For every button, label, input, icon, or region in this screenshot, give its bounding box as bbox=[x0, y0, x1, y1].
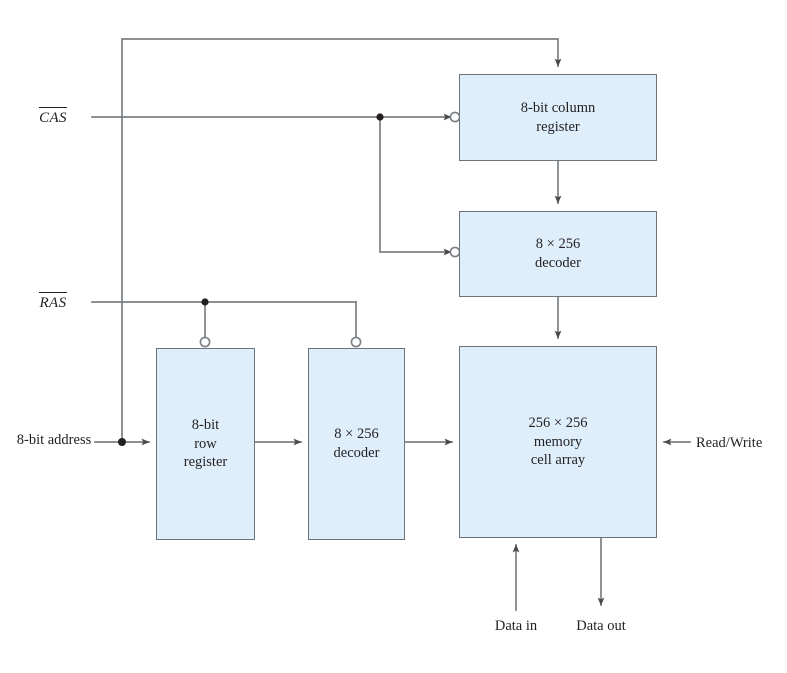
block-column-register[interactable]: 8-bit column register bbox=[459, 74, 657, 161]
label-data-out-line2: out bbox=[607, 618, 626, 634]
junction-dot-ras bbox=[201, 298, 209, 306]
block-row-register[interactable]: 8-bit row register bbox=[156, 348, 255, 540]
block-row-register-line2: row bbox=[194, 435, 217, 452]
junction-dot-cas bbox=[376, 113, 384, 121]
block-column-decoder-line1: 8 × 256 bbox=[535, 236, 581, 253]
block-row-decoder-line1: 8 × 256 bbox=[334, 426, 379, 443]
label-data-in-line1: Data bbox=[494, 618, 523, 634]
label-data-in: Data in bbox=[478, 617, 554, 636]
signal-label-cas-text: CAS bbox=[39, 107, 67, 128]
wire-address-to-column-register bbox=[121, 38, 562, 443]
block-row-register-line1: 8-bit bbox=[191, 417, 220, 434]
bubble-row-decoder bbox=[350, 336, 362, 348]
signal-label-ras-text: RAS bbox=[39, 292, 67, 313]
label-data-out: Data out bbox=[563, 617, 639, 636]
block-column-decoder-line2: decoder bbox=[535, 255, 581, 271]
label-address: 8-bit address bbox=[12, 431, 96, 450]
signal-label-cas: CAS bbox=[22, 107, 84, 128]
label-data-in-line2: in bbox=[525, 618, 538, 634]
label-read-write-text: Read/Write bbox=[696, 435, 763, 451]
block-row-decoder[interactable]: 8 × 256 decoder bbox=[308, 348, 405, 540]
block-memory-cell-array-line2: memory bbox=[533, 433, 583, 450]
inversion-bubbles bbox=[199, 111, 461, 348]
label-address-line1: 8-bit bbox=[16, 432, 45, 448]
block-memory-cell-array-line1: 256 × 256 bbox=[528, 415, 588, 432]
label-read-write: Read/Write bbox=[696, 434, 762, 453]
block-memory-cell-array[interactable]: 256 × 256 memory cell array bbox=[459, 346, 657, 538]
wire-cas-branch bbox=[379, 116, 452, 256]
signal-label-ras: RAS bbox=[22, 292, 84, 313]
junction-dot-address bbox=[118, 438, 126, 446]
block-row-decoder-line2: decoder bbox=[333, 445, 380, 461]
junction-dots bbox=[118, 113, 384, 446]
block-column-register-line1: 8-bit column bbox=[520, 99, 596, 116]
block-memory-cell-array-line3: cell array bbox=[530, 452, 586, 469]
block-column-register-line2: register bbox=[536, 118, 580, 135]
block-row-register-line3: register bbox=[183, 454, 228, 471]
label-address-line2: address bbox=[47, 432, 92, 448]
block-column-decoder[interactable]: 8 × 256 decoder bbox=[459, 211, 657, 297]
label-data-out-line1: Data bbox=[576, 618, 604, 634]
bubble-row-register bbox=[199, 336, 211, 348]
